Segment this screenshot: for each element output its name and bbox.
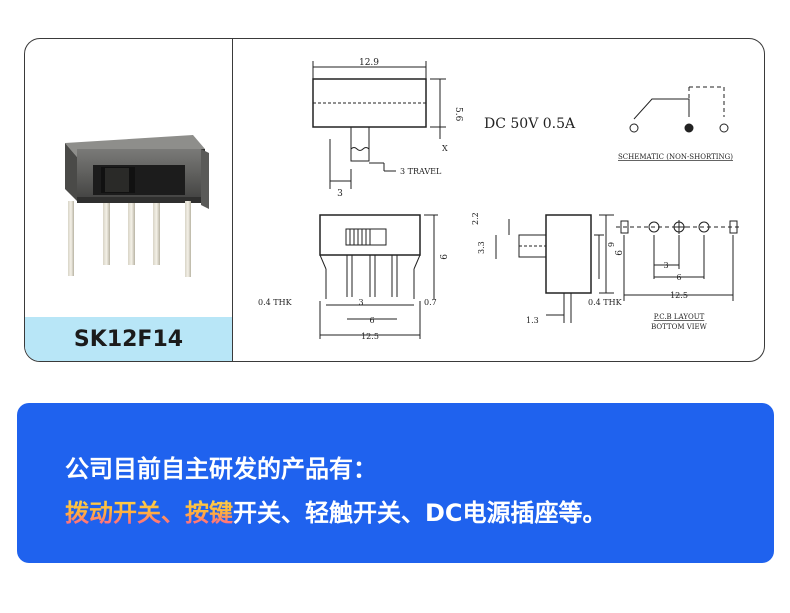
dim-side-height-inner: 6: [606, 242, 615, 247]
dim-top-width: 12.9: [359, 58, 379, 68]
highlight-slide-switch: 拨动开关、: [65, 499, 185, 527]
dim-side-offset: 1.3: [526, 316, 539, 325]
dim-pcb-pitch: 3: [663, 261, 668, 270]
dim-front-pin-width: 0.7: [424, 298, 437, 307]
dim-front-span: 6: [369, 316, 374, 325]
travel-label: 3 TRAVEL: [400, 167, 442, 176]
dim-side-height-outer: 9: [612, 250, 622, 256]
highlight-push-key: 按键: [185, 499, 233, 527]
dim-travel-spacing: 3: [337, 189, 343, 199]
dim-pcb-span: 6: [676, 273, 681, 282]
product-list-rest: 开关、轻触开关、DC电源插座等。: [233, 499, 607, 527]
pcb-label-2: BOTTOM VIEW: [651, 323, 708, 331]
dim-front-overall: 12.5: [361, 332, 379, 341]
dim-front-height: 9: [437, 254, 447, 260]
technical-drawing: 12.9 5.6 X 3 3 TRAVEL DC 50V 0.5A SCHEMA…: [258, 58, 742, 341]
dim-actuator-x: X: [442, 144, 448, 153]
dim-height: 5.6: [453, 107, 463, 122]
dim-front-pitch: 3: [358, 298, 363, 307]
product-line-banner: 公司目前自主研发的产品有： 拨动开关、按键开关、轻触开关、DC电源插座等。: [17, 403, 774, 563]
slide-switch-photo: [65, 135, 209, 277]
model-label: SK12F14: [25, 317, 232, 361]
banner-heading: 公司目前自主研发的产品有：: [65, 455, 377, 483]
dim-front-thickness: 0.4 THK: [258, 298, 293, 307]
dim-side-left: 3.3: [477, 241, 486, 254]
dim-pcb-overall: 12.5: [670, 291, 688, 300]
dim-side-thickness: 0.4 THK: [588, 298, 623, 307]
product-photo-panel: SK12F14: [25, 39, 233, 361]
dim-side-top: 2.2: [471, 212, 480, 225]
pcb-label-1: P.C.B LAYOUT: [654, 313, 705, 321]
banner-product-list: 拨动开关、按键开关、轻触开关、DC电源插座等。: [65, 493, 607, 528]
rating-label: DC 50V 0.5A: [484, 116, 576, 132]
product-card: SK12F14: [24, 38, 765, 362]
schematic-label: SCHEMATIC (NON-SHORTING): [618, 153, 733, 161]
